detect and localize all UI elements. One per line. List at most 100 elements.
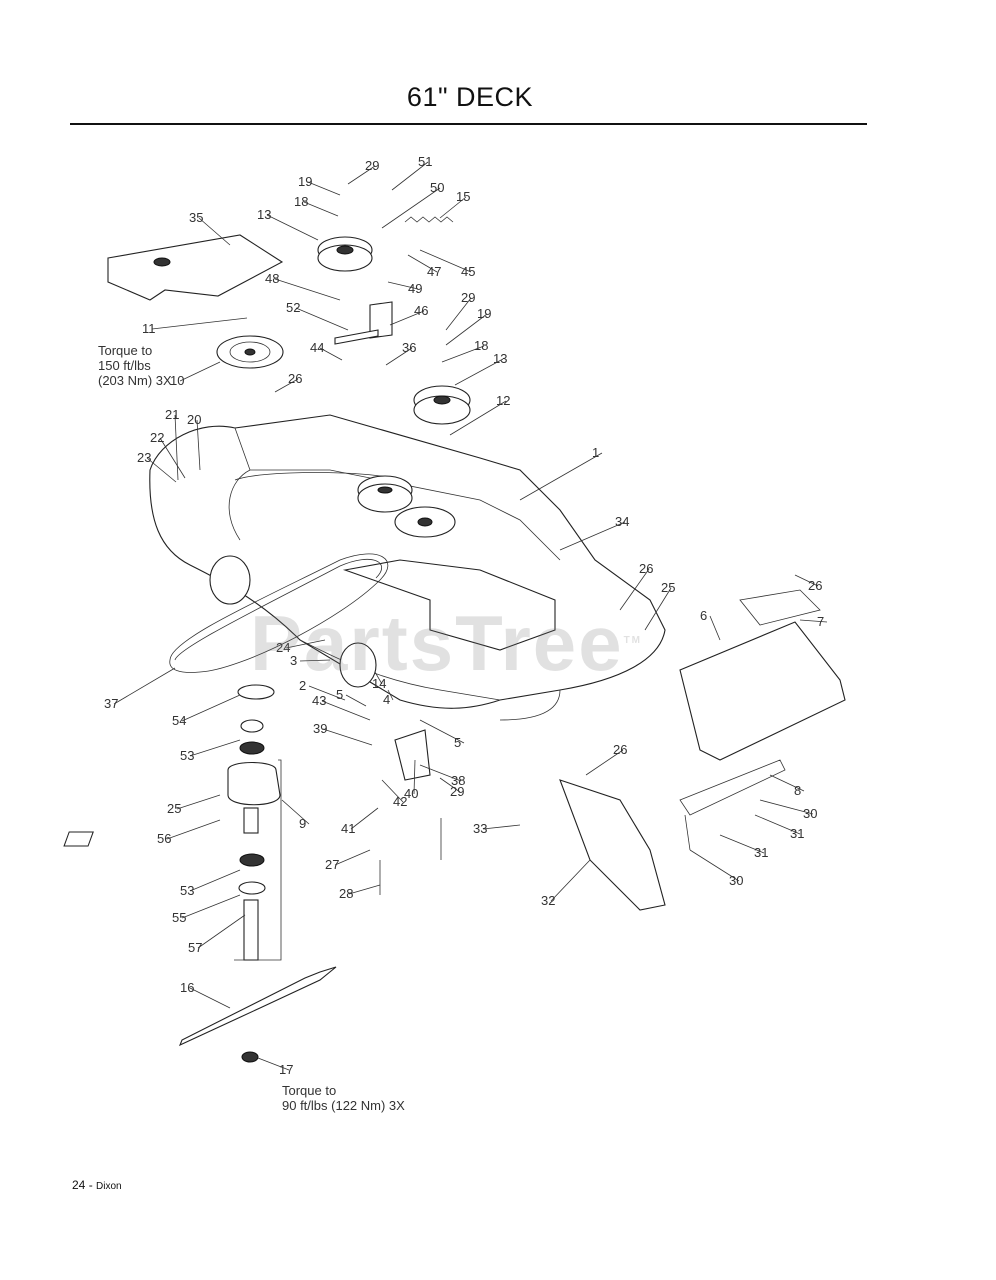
callout-label: 50 — [430, 180, 444, 195]
callout-label: 55 — [172, 910, 186, 925]
callout-leader — [281, 799, 310, 825]
callout-label: 20 — [187, 412, 201, 427]
callout-label: 26 — [288, 371, 302, 386]
spring-15 — [404, 216, 454, 223]
callout-leader — [196, 419, 201, 471]
callout-label: 39 — [313, 721, 327, 736]
callout-label: 18 — [474, 338, 488, 353]
callout-leader — [321, 700, 371, 721]
callout-leader — [179, 361, 221, 382]
callout-label: 46 — [414, 303, 428, 318]
callout-label: 29 — [365, 158, 379, 173]
callout-label: 24 — [276, 640, 290, 655]
callout-label: 44 — [310, 340, 324, 355]
callout-leader — [189, 987, 231, 1009]
callout-label: 23 — [137, 450, 151, 465]
page-title: 61" DECK — [406, 82, 534, 112]
callout-leader — [709, 615, 721, 641]
callout-leader — [719, 834, 765, 854]
callout-leader — [454, 358, 504, 386]
callout-label: 56 — [157, 831, 171, 846]
callout-leader — [299, 659, 331, 662]
callout-label: 3 — [290, 653, 297, 668]
callout-label: 28 — [339, 886, 353, 901]
callout-leader — [347, 165, 376, 185]
callout-leader — [419, 249, 472, 273]
callout-leader — [391, 161, 429, 191]
title-rule — [70, 123, 867, 125]
callout-label: 45 — [461, 264, 475, 279]
callout-leader — [266, 214, 319, 241]
callout-label: 53 — [180, 883, 194, 898]
callout-label: 33 — [473, 821, 487, 836]
callout-label: 19 — [298, 174, 312, 189]
callout-label: 26 — [808, 578, 822, 593]
callout-leader — [385, 347, 413, 366]
callout-leader — [274, 278, 341, 301]
callout-label: 34 — [615, 514, 629, 529]
callout-leader — [285, 639, 326, 649]
callout-leader — [319, 347, 343, 361]
callout-label: 4 — [383, 692, 390, 707]
callout-label: 26 — [639, 561, 653, 576]
callout-label: 51 — [418, 154, 432, 169]
callout-label: 41 — [341, 821, 355, 836]
callout-leader — [295, 307, 349, 331]
callout-leader — [189, 739, 241, 757]
callout-leader — [559, 521, 626, 551]
callout-leader — [445, 313, 488, 346]
callout-leader — [794, 574, 819, 587]
callout-label: 5 — [336, 687, 343, 702]
gauge-wheel — [209, 555, 377, 688]
callout-leader — [754, 814, 801, 835]
callout-label: 30 — [729, 873, 743, 888]
footer-brand: Dixon — [96, 1181, 122, 1192]
callout-leader — [381, 187, 441, 229]
callout-leader — [307, 181, 341, 196]
callout-label: 31 — [754, 845, 768, 860]
callout-label: 43 — [312, 693, 326, 708]
callout-label: 25 — [167, 801, 181, 816]
gauge-wheel-bracket-8 — [679, 759, 786, 851]
callout-label: 26 — [613, 742, 627, 757]
callout-leader — [387, 281, 419, 290]
callout-label: 10 — [170, 373, 184, 388]
callout-label: 40 — [404, 786, 418, 801]
callout-leader — [644, 587, 672, 631]
callout-leader — [389, 310, 425, 326]
callout-label: 35 — [189, 210, 203, 225]
callout-label: 9 — [299, 816, 306, 831]
callout-leader — [303, 201, 339, 217]
torque-note-bottom-line2: 90 ft/lbs (122 Nm) 3X — [282, 1098, 405, 1113]
callout-label: 5 — [454, 735, 461, 750]
callout-leader — [374, 671, 383, 685]
pulley-10 — [216, 335, 284, 369]
callout-label: 18 — [294, 194, 308, 209]
callout-label: 25 — [661, 580, 675, 595]
callout-label: 17 — [279, 1062, 293, 1077]
callout-label: 7 — [817, 614, 824, 629]
belt-shield-35 — [107, 234, 284, 301]
callout-leader — [198, 217, 231, 246]
pulley-deck-right — [394, 506, 456, 538]
callout-leader — [257, 1057, 290, 1071]
callout-leader — [181, 694, 241, 722]
callout-leader — [407, 254, 438, 273]
callout-label: 53 — [180, 748, 194, 763]
footer-page-number: 24 — [72, 1178, 86, 1192]
callout-label: 29 — [450, 784, 464, 799]
callout-leader — [174, 414, 179, 481]
callout-label: 12 — [496, 393, 510, 408]
spindle-assembly-9 — [227, 684, 282, 961]
callout-label: 29 — [461, 290, 475, 305]
callout-label: 32 — [541, 893, 555, 908]
callout-leader — [113, 667, 176, 705]
callout-leader — [350, 807, 379, 830]
callout-label: 54 — [172, 713, 186, 728]
torque-note-top-line1: Torque to — [98, 343, 153, 358]
callout-label: 15 — [456, 189, 470, 204]
callout-label: 22 — [150, 430, 164, 445]
callout-leader — [759, 799, 814, 815]
